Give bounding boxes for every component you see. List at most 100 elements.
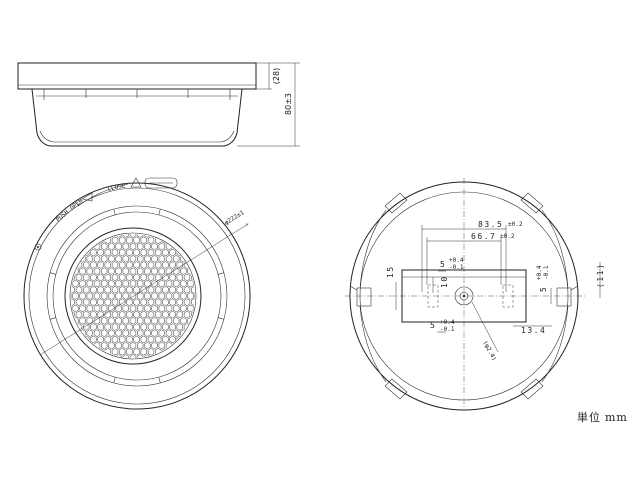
grille-hole: [133, 310, 140, 319]
grille-hole: [147, 273, 155, 282]
grille-hole: [111, 236, 119, 244]
grille-hole: [133, 248, 140, 257]
grille-hole: [137, 242, 144, 251]
grille-hole: [83, 286, 90, 294]
grille-hole: [97, 298, 104, 306]
grille-hole: [137, 279, 144, 288]
grille-hole: [72, 279, 79, 288]
grille-hole: [122, 354, 129, 358]
grille-hole: [140, 273, 147, 282]
grille-hole: [119, 323, 126, 331]
grille-hole: [83, 261, 90, 269]
grille-hole: [133, 298, 140, 306]
grille-hole: [86, 255, 93, 263]
grille-hole: [173, 329, 180, 337]
rim-tick: [218, 317, 224, 320]
grille-hole: [115, 292, 122, 300]
grille-hole: [151, 304, 158, 313]
grille-hole: [119, 236, 126, 244]
grille-hole: [126, 248, 133, 257]
grille-hole: [158, 255, 165, 263]
grille-hole: [115, 242, 122, 251]
grille-hole: [90, 261, 97, 269]
grille-hole: [122, 317, 129, 325]
dim-83-5: 83.5: [478, 220, 503, 229]
grille-hole: [93, 304, 101, 313]
grille-hole: [158, 279, 165, 288]
grille-hole: [133, 273, 140, 282]
grille-hole: [147, 310, 155, 319]
grille-hole: [122, 255, 129, 263]
grille-hole: [176, 323, 183, 331]
grille-hole: [86, 329, 93, 337]
grille-hole: [86, 304, 93, 313]
grille-hole: [144, 255, 151, 263]
grille-hole: [119, 273, 126, 282]
grille-hole: [129, 329, 137, 337]
grille-hole: [93, 317, 101, 325]
grille-hole: [101, 292, 108, 300]
grille-hole: [83, 323, 90, 331]
grille-hole: [97, 335, 104, 344]
rim-ticks: [50, 209, 224, 383]
grille-hole: [155, 348, 162, 356]
grille-hole: [169, 335, 176, 344]
grille-hole: [101, 279, 108, 288]
grille-hole: [101, 242, 108, 251]
grille-hole: [162, 310, 169, 319]
grille-hole: [162, 286, 169, 294]
grille-hole: [158, 267, 165, 275]
grille-hole: [93, 267, 101, 275]
rim-tick: [50, 317, 56, 320]
grille-hole: [129, 267, 137, 275]
grille-hole: [176, 261, 183, 269]
grille-hole: [151, 329, 158, 337]
grille-hole: [129, 354, 137, 358]
rim-tick: [158, 209, 161, 215]
grille-hole: [162, 261, 169, 269]
grille-hole: [115, 234, 122, 238]
grille-hole: [119, 286, 126, 294]
grille-hole: [137, 341, 144, 350]
grille-hole: [126, 236, 133, 244]
grille-hole: [180, 279, 187, 288]
grille-hole: [104, 236, 111, 244]
grille-hole: [122, 329, 129, 337]
grille-hole: [79, 317, 86, 325]
grille-hole: [158, 329, 165, 337]
dim-5-a: 5: [440, 260, 446, 269]
grille-hole: [180, 304, 187, 313]
grille-hole: [104, 248, 111, 257]
grille-hole: [165, 317, 173, 325]
grille-hole: [169, 286, 176, 294]
outer-rim: [23, 182, 251, 410]
grille-hole: [173, 279, 180, 288]
grille-hole: [101, 267, 108, 275]
grille-hole: [155, 323, 162, 331]
grille-hole: [119, 261, 126, 269]
grille-hole: [140, 286, 147, 294]
push-open-label: PUSH OPEN: [55, 197, 85, 224]
grille-hole: [104, 335, 111, 344]
grille-hole: [126, 310, 133, 319]
grille-hole: [90, 286, 97, 294]
grille-hole: [101, 341, 108, 350]
grille-hole: [126, 348, 133, 356]
dim-66-7: 66.7: [471, 232, 496, 241]
grille-hole: [140, 236, 147, 244]
grille-hole: [140, 248, 147, 257]
grille-hole: [122, 304, 129, 313]
side-view: (28) 80±3: [17, 62, 300, 147]
grille-hole: [108, 341, 115, 350]
mounting-clips: [349, 192, 579, 400]
grille-hole: [137, 234, 144, 238]
grille-hole: [111, 286, 119, 294]
grille-hole: [86, 267, 93, 275]
grille-hole: [90, 298, 97, 306]
grille-hole: [90, 323, 97, 331]
grille-hole: [79, 279, 86, 288]
grille-hole: [111, 248, 119, 257]
grille-hole: [126, 323, 133, 331]
grille-hole: [119, 310, 126, 319]
grille-hole: [144, 292, 151, 300]
